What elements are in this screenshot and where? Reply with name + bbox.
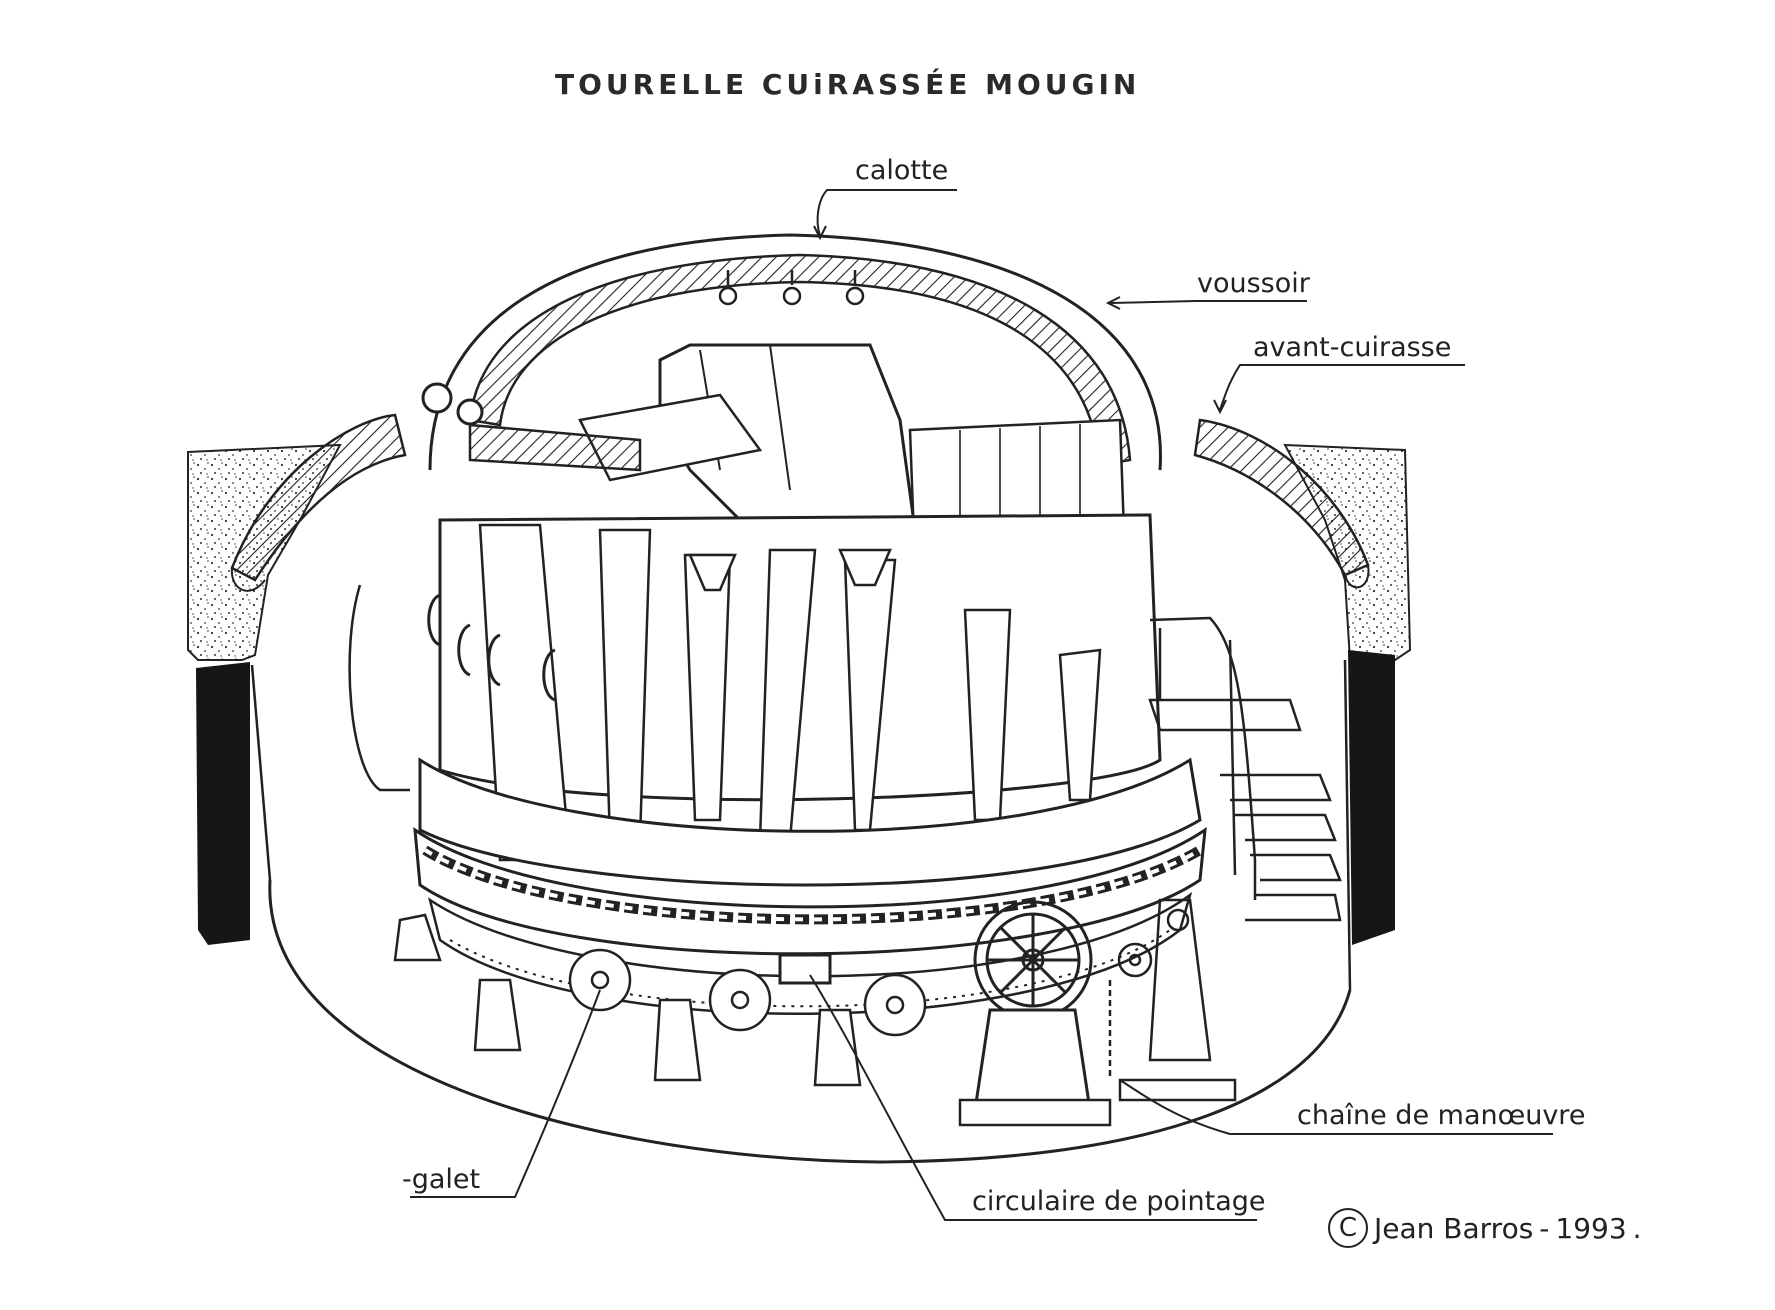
credit-year: 1993 xyxy=(1555,1211,1627,1245)
label-voussoir: voussoir xyxy=(1197,268,1310,299)
label-galet-text: galet xyxy=(411,1164,481,1195)
label-galet: -galet xyxy=(402,1164,481,1195)
credit: C Jean Barros - 1993. xyxy=(1328,1208,1642,1248)
label-chaine-de-manoeuvre: chaîne de manœuvre xyxy=(1297,1100,1586,1131)
label-calotte: calotte xyxy=(855,155,949,186)
diagram-title: TOURELLE CUiRASSÉE MOUGIN xyxy=(555,68,1141,101)
credit-separator: - xyxy=(1539,1211,1550,1245)
label-circulaire-de-pointage: circulaire de pointage xyxy=(972,1186,1266,1217)
copyright-icon: C xyxy=(1328,1208,1368,1248)
credit-author: Jean Barros xyxy=(1374,1211,1534,1245)
label-avant-cuirasse: avant-cuirasse xyxy=(1253,332,1452,363)
